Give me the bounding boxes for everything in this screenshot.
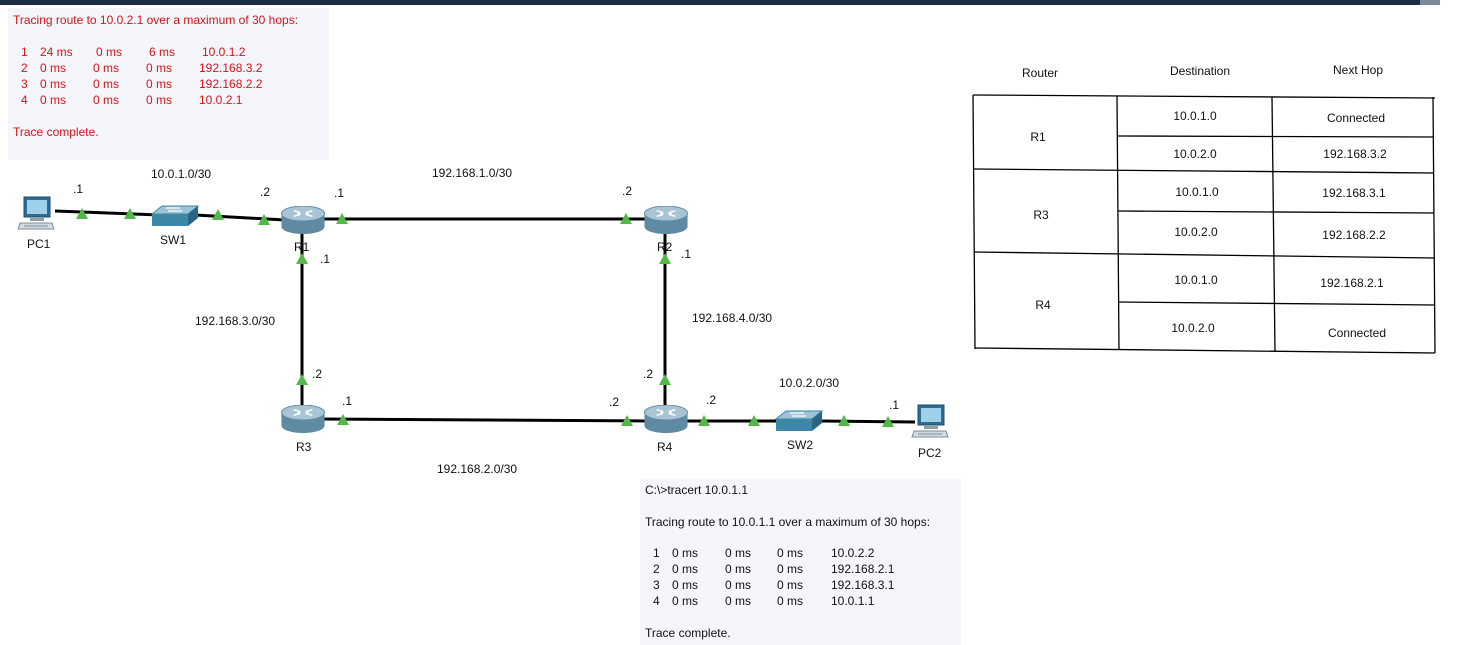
traceroute-output-top: Tracing route to 10.0.2.1 over a maximum… [8,8,329,160]
table-cell-router: R1 [1030,130,1046,144]
network-label: 10.0.1.0/30 [151,167,212,181]
ip-suffix-label: .1 [73,182,84,196]
table-cell-next-hop: 192.168.2.2 [1322,228,1386,242]
ip-suffix-label: .2 [609,395,620,409]
table-cell-next-hop: Connected [1327,326,1387,340]
network-label: 192.168.3.0/30 [195,314,276,328]
traceroute-output-bottom: C:\>tracert 10.0.1.1 Tracing route to 10… [640,479,961,645]
ip-suffix-label: .2 [260,185,271,199]
trace-command: C:\>tracert 10.0.1.1 [645,483,749,497]
table-cell-destination: 10.0.1.0 [1173,109,1217,123]
sw1-label: SW1 [160,233,187,247]
r4-label: R4 [657,440,673,454]
table-header-router: Router [1021,66,1059,80]
window-top-bar-corner [1420,0,1440,5]
ip-suffix-label: .1 [681,247,692,261]
trace-header: Tracing route to 10.0.2.1 over a maximum… [13,13,299,27]
r1-label: R1 [294,240,310,254]
table-cell-destination: 10.0.1.0 [1174,273,1218,287]
network-label: 192.168.4.0/30 [692,311,773,325]
link-sw2-pc2 [819,419,916,424]
window-top-bar [0,0,1440,5]
trace-header: Tracing route to 10.0.1.1 over a maximum… [645,515,931,529]
ip-suffix-label: .2 [706,393,717,407]
table-cell-next-hop: 192.168.3.1 [1322,186,1386,200]
table-cell-next-hop: 192.168.2.1 [1320,276,1384,290]
ip-suffix-label: .1 [889,398,900,412]
table-cell-router: R3 [1033,208,1049,222]
ip-suffix-label: .2 [643,367,654,381]
link-sw1-r1 [194,213,286,222]
pc1-label: PC1 [27,237,51,251]
ip-suffix-label: .2 [622,184,633,198]
ip-suffix-label: .2 [312,367,323,381]
table-cell-next-hop: 192.168.3.2 [1323,147,1387,161]
table-cell-next-hop: Connected [1326,111,1386,125]
network-label: 192.168.1.0/30 [432,166,513,180]
network-label: 10.0.2.0/30 [779,376,840,390]
table-cell-destination: 10.0.2.0 [1171,321,1215,335]
pc2-label: PC2 [918,446,942,460]
trace-footer: Trace complete. [645,626,731,640]
table-cell-destination: 10.0.2.0 [1174,225,1218,239]
table-cell-destination: 10.0.1.0 [1175,185,1219,199]
trace-footer: Trace complete. [13,125,99,139]
table-header-next-hop: Next Hop [1332,63,1384,77]
table-header-destination: Destination [1169,64,1231,78]
r3-label: R3 [296,440,312,454]
table-cell-router: R4 [1035,298,1051,312]
ip-suffix-label: .1 [342,394,353,408]
link-pc1-sw1 [54,209,161,217]
table-cell-destination: 10.0.2.0 [1173,147,1217,161]
network-label: 192.168.2.0/30 [437,462,518,476]
link-r3-r4 [319,417,649,423]
sw2-label: SW2 [787,438,814,452]
r2-label: R2 [657,240,673,254]
ip-suffix-label: .1 [334,186,345,200]
ip-suffix-label: .1 [320,252,331,266]
